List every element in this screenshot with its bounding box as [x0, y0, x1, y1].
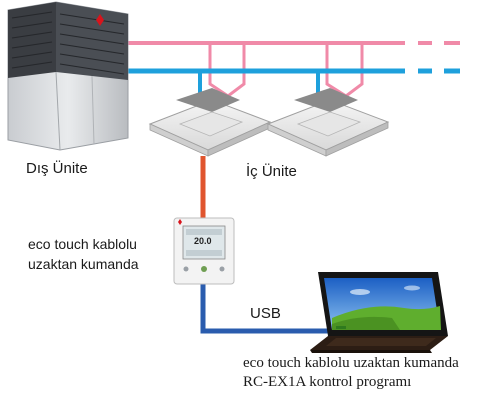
controller-label-line-2: uzaktan kumanda — [28, 256, 139, 272]
usb-label: USB — [250, 305, 281, 322]
indoor-unit-label: İç Ünite — [246, 163, 297, 180]
cassette-indoor-unit-icon — [148, 88, 272, 157]
outdoor-unit-label: Dış Ünite — [26, 160, 88, 177]
laptop-icon — [310, 272, 448, 353]
usb-cable — [200, 284, 330, 334]
remote-display-temperature: 20.0 — [194, 236, 212, 246]
software-label-line-2: RC-EX1A kontrol programı — [243, 374, 412, 390]
software-label-line-1: eco touch kablolu uzaktan kumanda — [243, 355, 459, 371]
liquid-pipe — [128, 68, 460, 100]
remote-controller-icon — [173, 217, 235, 285]
cassette-indoor-unit-icon — [266, 88, 390, 157]
outdoor-unit-icon — [7, 1, 129, 151]
gas-pipe — [128, 41, 460, 98]
controller-label-line-1: eco touch kablolu — [28, 236, 137, 252]
